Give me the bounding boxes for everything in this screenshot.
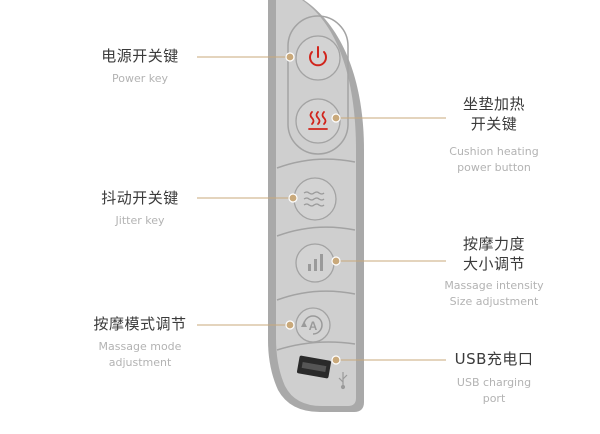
- jitter-key-title: 抖动开关键: [101, 189, 179, 207]
- usb-caption-line2: port: [482, 392, 506, 405]
- jitter-key-caption: Jitter key: [115, 214, 165, 227]
- intensity-title-line1: 按摩力度: [462, 235, 525, 253]
- leader-dot: [331, 113, 341, 123]
- usb-symbol-icon: [338, 372, 348, 390]
- usb-title: USB充电口: [454, 350, 534, 368]
- usb-label: USB充电口 USB charging port: [438, 349, 550, 407]
- intensity-caption-line1: Massage intensity: [444, 279, 544, 292]
- heat-waves-icon: [308, 111, 328, 130]
- usb-caption-line1: USB charging: [456, 376, 532, 389]
- intensity-title-line2: 大小调节: [462, 255, 525, 273]
- mode-caption-line1: Massage mode: [98, 340, 182, 353]
- power-key-title: 电源开关键: [101, 47, 179, 65]
- vibration-waves-icon: [303, 191, 325, 207]
- heating-caption-line1: Cushion heating: [449, 145, 539, 158]
- heating-caption-line2: power button: [457, 161, 531, 174]
- svg-text:A: A: [309, 319, 318, 333]
- power-button[interactable]: [295, 35, 341, 81]
- bars-icon: [308, 254, 323, 271]
- power-key-caption: Power key: [111, 72, 168, 85]
- leader-dot: [288, 193, 298, 203]
- heating-title-line2: 开关键: [470, 115, 518, 133]
- divider: [276, 226, 356, 237]
- mode-button[interactable]: A: [295, 307, 331, 343]
- divider: [276, 158, 356, 169]
- power-icon: [309, 46, 327, 67]
- leader-dot: [285, 52, 295, 62]
- intensity-caption-line2: Size adjustment: [449, 295, 539, 308]
- mode-label: 按摩模式调节 Massage mode adjustment: [78, 314, 202, 371]
- intensity-button[interactable]: [295, 243, 335, 283]
- intensity-label: 按摩力度 大小调节 Massage intensity Size adjustm…: [438, 234, 550, 310]
- leader-dot: [331, 256, 341, 266]
- top-button-groove: [287, 15, 349, 155]
- power-key-label: 电源开关键 Power key: [82, 46, 198, 87]
- leader-dot: [331, 355, 341, 365]
- leader-dot: [285, 320, 295, 330]
- jitter-key-label: 抖动开关键 Jitter key: [82, 188, 198, 229]
- divider: [276, 341, 356, 351]
- mode-a-cycle-icon: A: [301, 315, 323, 335]
- mode-caption-line2: adjustment: [108, 356, 172, 369]
- heating-label: 坐垫加热 开关键 Cushion heating power button: [438, 94, 550, 176]
- heating-button[interactable]: [295, 98, 341, 144]
- divider: [276, 290, 356, 301]
- heating-title-line1: 坐垫加热: [462, 95, 525, 113]
- mode-title: 按摩模式调节: [93, 315, 187, 333]
- jitter-button[interactable]: [293, 177, 337, 221]
- usb-port[interactable]: [296, 355, 332, 379]
